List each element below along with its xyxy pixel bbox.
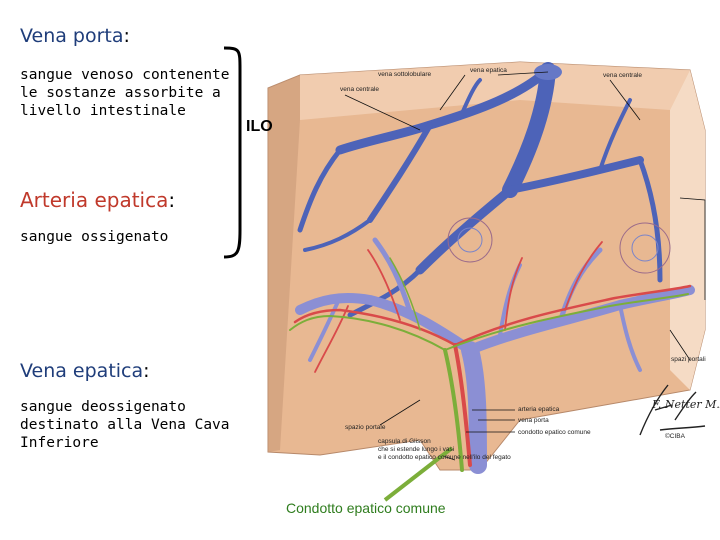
leader-lines: [344, 71, 706, 461]
hepatic-artery-tree: [293, 241, 692, 467]
signature: F. Netter M.D.: [652, 398, 720, 411]
vena-porta-desc-3: livello intestinale: [20, 103, 186, 119]
vena-epatica-desc-3: Inferiore: [20, 435, 99, 451]
ilo-label: ILO: [246, 118, 273, 135]
liver-right-face: [670, 70, 705, 390]
vena-epatica-title: Vena epatica:: [20, 360, 150, 382]
label-vena-centrale-left: vena centrale: [340, 86, 380, 93]
portal-vein-tree: [295, 237, 695, 474]
caption-pointer: [383, 446, 454, 502]
vena-porta-title: Vena porta:: [20, 25, 130, 47]
label-capsula-3: e il condotto epatico comune nell'ilo de…: [378, 454, 511, 461]
copyright: ©CIBA: [665, 433, 685, 440]
bile-duct-tree: [289, 257, 689, 472]
arteria-epatica-title: Arteria epatica:: [20, 188, 176, 212]
vena-porta-desc-1: sangue venoso contenente: [20, 67, 230, 83]
vena-epatica-desc-1: sangue deossigenato: [20, 399, 186, 415]
arteria-epatica-desc: sangue ossigenato: [20, 229, 169, 245]
label-capsula-1: capsula di Glisson: [378, 438, 431, 445]
label-vena-epatica-top: vena epatica: [470, 67, 507, 74]
label-capsula-2: che si estende lungo i vasi: [378, 446, 455, 453]
liver-top-face: [300, 62, 690, 120]
label-vena-sottolobulare: vena sottolobulare: [378, 71, 432, 78]
bracket: [223, 46, 242, 259]
caption: Condotto epatico comune: [286, 500, 446, 516]
vena-porta-desc-2: le sostanze assorbite a: [20, 85, 221, 101]
liver-surface: [267, 61, 706, 471]
label-vena-centrale-right: vena centrale: [603, 72, 643, 79]
label-spazio-portale: spazio portale: [345, 424, 386, 431]
label-arteria-epatica: arteria epatica: [518, 406, 560, 413]
label-spazi-portali: spazi portali: [671, 356, 706, 363]
hepatic-vein-tree: [297, 62, 663, 318]
liver-shadow: [268, 75, 300, 452]
vena-epatica-desc-2: destinato alla Vena Cava: [20, 417, 230, 433]
label-vena-porta: vena porta: [518, 417, 549, 424]
lobules: [447, 217, 671, 274]
signature-mark: [639, 384, 706, 436]
label-condotto-epatico-comune: condotto epatico comune: [518, 429, 591, 436]
